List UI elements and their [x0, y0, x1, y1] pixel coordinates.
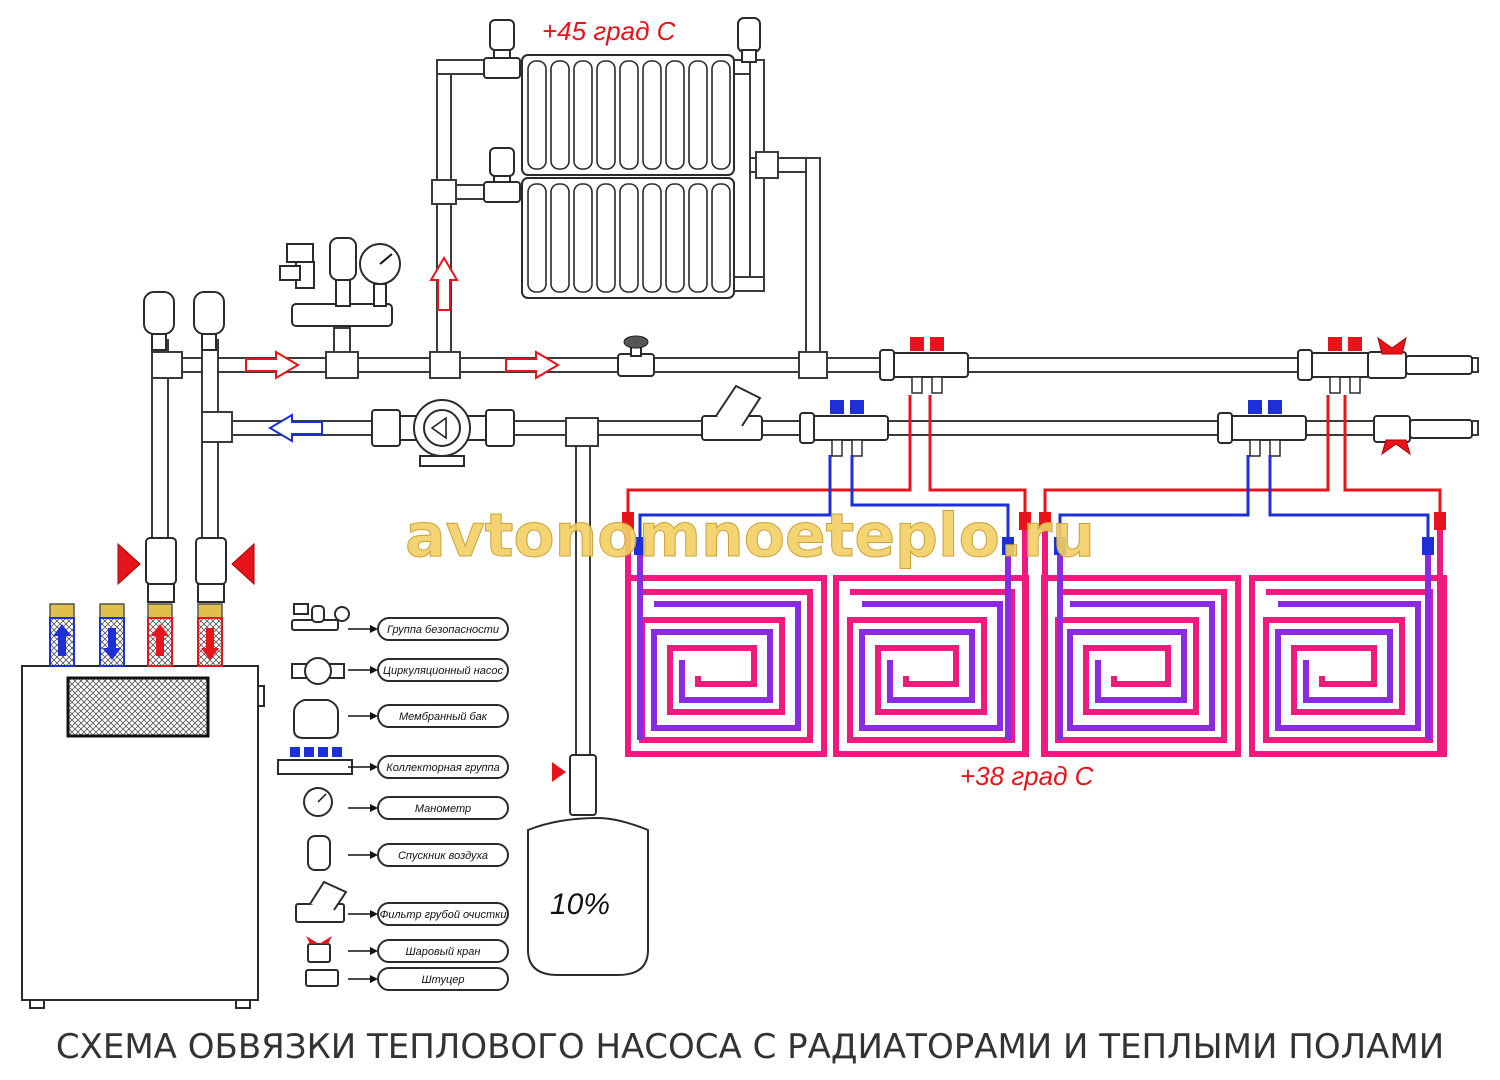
legend-arrow-icon — [348, 975, 378, 983]
legend-item-circulation-pump: Циркуляционный насос — [377, 658, 509, 682]
boiler-ball-valve-icon — [195, 537, 255, 603]
legend-arrow-icon — [348, 804, 378, 812]
legend-pump-icon — [291, 657, 345, 685]
flow-arrows — [245, 256, 560, 443]
svg-text:Коллекторная группа: Коллекторная группа — [386, 762, 499, 774]
diagram-caption: СХЕМА ОБВЯЗКИ ТЕПЛОВОГО НАСОСА С РАДИАТО… — [56, 1027, 1444, 1067]
legend-item-manometer: Манометр — [377, 796, 509, 820]
floor-loop-ports — [622, 512, 1446, 555]
upward-supply-arrow-icon — [429, 256, 459, 311]
svg-text:Штуцер: Штуцер — [421, 974, 464, 986]
radiator-section — [573, 183, 593, 293]
legend-item-air-vent: Спускник воздуха — [377, 843, 509, 867]
manifold-group-icon — [1297, 337, 1387, 394]
radiator-section — [711, 60, 731, 170]
radiator-section — [688, 60, 708, 170]
circulation-pump — [371, 399, 515, 467]
boiler-ball-valve-icon — [117, 537, 177, 603]
return-arrow-icon — [268, 413, 323, 443]
shutoff-valve-icon — [617, 335, 655, 377]
supply-arrow-icon — [505, 350, 560, 380]
radiator-section — [619, 60, 639, 170]
radiator-section — [550, 183, 570, 293]
legend-arrow-icon — [348, 851, 378, 859]
svg-text:Фильтр грубой очистки: Фильтр грубой очистки — [380, 909, 507, 921]
radiator-air-vent-icon — [737, 17, 761, 63]
membrane-tank: 10% — [527, 754, 649, 976]
radiator-section — [642, 183, 662, 293]
radiator-section — [665, 60, 685, 170]
legend-tank-icon — [293, 699, 339, 739]
legend-arrow-icon — [348, 763, 378, 771]
boiler-port-icon — [147, 603, 173, 667]
radiator-section — [665, 183, 685, 293]
legend: Группа безопасности Циркуляционный насос… — [277, 603, 509, 991]
boiler-port-icon — [99, 603, 125, 667]
legend-item-manifold-group: Коллекторная группа — [377, 755, 509, 779]
legend-arrow-icon — [348, 666, 378, 674]
radiator-section — [642, 60, 662, 170]
radiator-section — [596, 60, 616, 170]
coarse-filter — [701, 384, 763, 441]
legend-arrow-icon — [348, 712, 378, 720]
legend-manometer-icon — [303, 787, 333, 817]
legend-arrow-icon — [348, 947, 378, 955]
supply-arrow-icon — [245, 350, 300, 380]
legend-arrow-icon — [348, 910, 378, 918]
boiler-port-icon — [197, 603, 223, 667]
floor-loop-feeds — [626, 395, 1442, 540]
boiler-port-icon — [49, 603, 75, 667]
legend-arrow-icon — [348, 625, 378, 633]
radiator-section — [527, 60, 547, 170]
safety-group — [279, 237, 401, 327]
manifold-group-icon — [799, 400, 889, 457]
radiator-section — [596, 183, 616, 293]
radiator-section — [711, 183, 731, 293]
svg-text:Мембранный бак: Мембранный бак — [399, 711, 488, 723]
ball-valve-supply-end — [1367, 336, 1473, 379]
manifold-group-icon — [879, 337, 969, 394]
svg-text:Циркуляционный насос: Циркуляционный насос — [383, 665, 504, 677]
legend-item-membrane-tank: Мембранный бак — [377, 704, 509, 728]
svg-text:Группа безопасности: Группа безопасности — [387, 624, 499, 636]
tank-volume-label: 10% — [550, 888, 610, 921]
manifold-group-icon — [1217, 400, 1307, 457]
legend-item-ball-valve: Шаровый кран — [377, 939, 509, 963]
radiator-section — [527, 183, 547, 293]
ball-valve-return-end — [1373, 415, 1473, 456]
air-vent-icon — [193, 291, 225, 351]
legend-fitting-icon — [305, 969, 339, 987]
watermark: avtonomnoeteplo.ru — [405, 501, 1095, 571]
legend-manifold-icon — [277, 747, 353, 775]
thermostatic-valve-icon — [483, 147, 521, 203]
legend-air-vent-icon — [307, 835, 331, 871]
radiator-temperature-label: +45 град С — [542, 16, 676, 46]
heat-pump-unit — [21, 665, 265, 1009]
legend-item-safety-group: Группа безопасности — [377, 617, 509, 641]
radiator-section — [688, 183, 708, 293]
legend-safety-group-icon — [291, 603, 350, 631]
thermostatic-valve-icon — [483, 19, 521, 79]
radiator-section — [550, 60, 570, 170]
floor-temperature-label: +38 град С — [960, 761, 1094, 791]
svg-text:Шаровый кран: Шаровый кран — [406, 946, 481, 958]
radiator-section — [573, 60, 593, 170]
svg-text:Спускник воздуха: Спускник воздуха — [398, 850, 488, 862]
floor-heating-loop — [1249, 575, 1447, 757]
legend-ball-valve-icon — [306, 936, 332, 963]
legend-filter-icon — [295, 880, 348, 923]
air-vent-icon — [143, 291, 175, 351]
legend-item-fitting: Штуцер — [377, 967, 509, 991]
legend-item-coarse-filter: Фильтр грубой очистки — [377, 902, 509, 926]
radiator-section — [619, 183, 639, 293]
svg-text:Манометр: Манометр — [415, 803, 471, 815]
